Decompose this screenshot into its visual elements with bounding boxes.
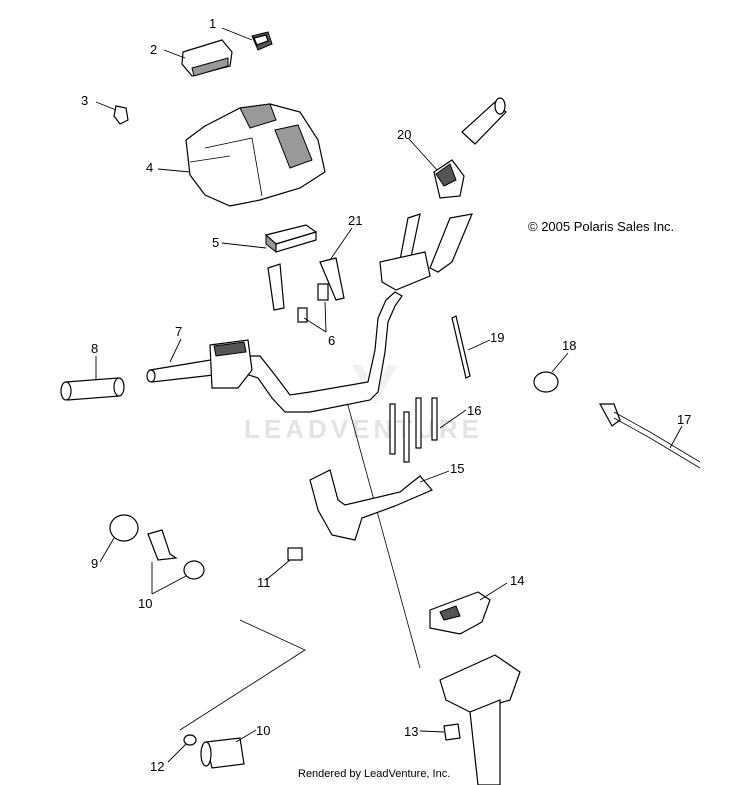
part-6-bolts — [297, 283, 329, 323]
callout-3: 3 — [81, 93, 89, 108]
part-2-switch-housing — [181, 39, 233, 77]
part-11-screw — [287, 547, 303, 561]
part-20-throttle-housing — [433, 159, 465, 199]
part-10-lower-switch — [200, 737, 245, 769]
assembly-axis-line — [345, 397, 421, 669]
callout-13: 13 — [404, 724, 419, 739]
copyright-notice: © 2005 Polaris Sales Inc. — [528, 219, 675, 234]
part-15-bracket — [309, 469, 433, 541]
callout-15: 15 — [450, 461, 465, 476]
callout-21: 21 — [348, 213, 363, 228]
part-1-switch — [251, 31, 273, 51]
callout-8: 8 — [91, 341, 99, 356]
part-7-left-control — [209, 339, 253, 389]
callout-4: 4 — [146, 160, 154, 175]
part-8-left-grip — [60, 377, 125, 401]
part-21-bracket — [267, 257, 345, 311]
part-right-grip — [461, 97, 507, 145]
callout-17: 17 — [677, 412, 692, 427]
part-13-nut — [443, 723, 461, 741]
assembly-axis-line-lower — [179, 619, 306, 731]
part-4-handlebar-cover — [185, 103, 326, 207]
part-7-handlebar — [146, 291, 403, 413]
callout-9: 9 — [91, 556, 99, 571]
callout-10-upper: 10 — [138, 596, 153, 611]
callout-14: 14 — [510, 573, 525, 588]
part-19-pin — [451, 315, 471, 379]
callout-1: 1 — [209, 16, 217, 31]
callout-19: 19 — [490, 330, 505, 345]
part-10-bracket — [147, 529, 205, 580]
callout-20: 20 — [397, 127, 412, 142]
watermark-logo — [352, 365, 398, 405]
footer-credit: Rendered by LeadVenture, Inc. — [298, 768, 451, 780]
part-3-rivet — [113, 105, 129, 125]
callout-12: 12 — [150, 759, 165, 774]
part-14-clamp — [429, 591, 491, 635]
callout-7: 7 — [175, 324, 183, 339]
callout-11: 11 — [257, 575, 271, 590]
callout-10-lower: 10 — [256, 723, 271, 738]
part-right-brake-lever — [379, 213, 473, 291]
callout-5: 5 — [212, 235, 220, 250]
part-17-cable — [598, 403, 701, 469]
part-9-plug — [109, 514, 139, 542]
callout-16: 16 — [467, 403, 482, 418]
callout-2: 2 — [150, 42, 158, 57]
part-18-nut — [533, 371, 559, 393]
part-steering-post — [439, 654, 521, 785]
callout-6: 6 — [328, 333, 336, 348]
leader-lines — [95, 27, 683, 763]
part-5-pad — [264, 224, 318, 254]
part-16-bolts — [389, 397, 438, 463]
callout-18: 18 — [562, 338, 577, 353]
part-12-washer — [183, 734, 197, 746]
watermark-text: LEADVENTURE — [244, 414, 484, 444]
